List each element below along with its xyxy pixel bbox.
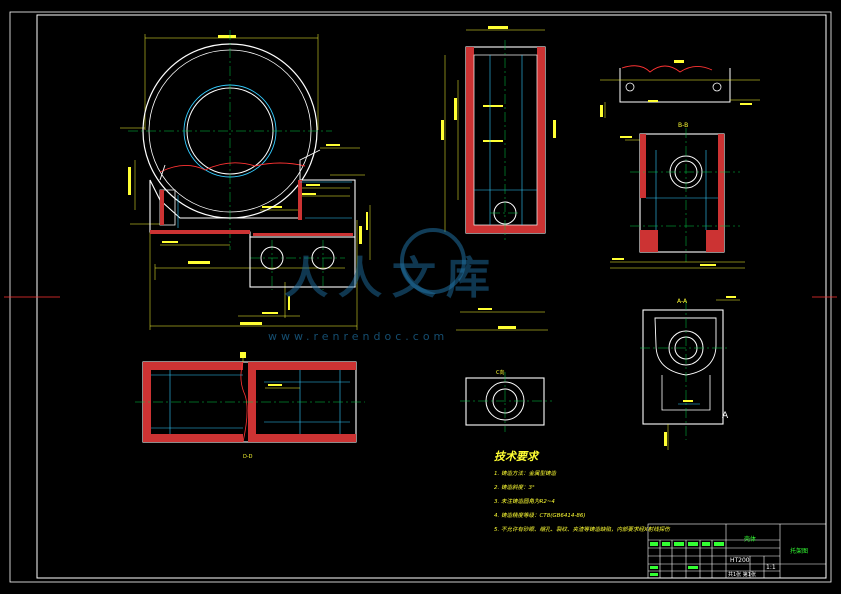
view-arrow-label: A (722, 411, 729, 421)
tech-requirement-item: 1. 铸造方法：金属型铸造 (494, 471, 556, 477)
rib-section: C向 (460, 369, 552, 432)
inner-border (36, 14, 827, 579)
boss-view: A-A A (640, 296, 740, 450)
tech-requirement-item: 2. 铸造斜度：3° (494, 485, 535, 491)
tech-requirements-title: 技术要求 (494, 450, 538, 463)
title-block-material: HT200 (730, 557, 750, 564)
title-block-part-name: 壳体 (744, 536, 757, 543)
watermark-logo-icon (400, 228, 466, 294)
section-label-detail: C向 (496, 369, 505, 376)
section-b-b: B-B (610, 122, 745, 269)
top-section-view: D-D (135, 352, 365, 460)
side-view (441, 26, 556, 331)
tech-requirements: 技术要求 1. 铸造方法：金属型铸造 2. 铸造斜度：3° 3. 未注铸造圆角为… (494, 448, 670, 537)
title-block-marks (650, 542, 724, 576)
section-label-bottom: D-D (243, 454, 253, 460)
tech-requirement-item: 4. 铸造精度等级：CT8(GB6414-86) (494, 513, 586, 519)
title-block-frame (647, 523, 827, 579)
main-view (120, 30, 371, 330)
watermark-brand: 人人文库 (284, 253, 500, 304)
title-block-drawing-no: 托架图 (790, 548, 809, 555)
section-label-b-b: B-B (678, 122, 688, 129)
watermark-url: www.renrendoc.com (268, 330, 449, 343)
tech-requirement-item: 3. 未注铸造圆角为R2~4 (494, 499, 555, 505)
tech-requirement-item: 5. 不允许有砂眼、缩孔、裂纹、夹渣等铸造缺陷，内部要求经X射线探伤 (494, 527, 670, 533)
watermark: 人人文库 www.renrendoc.com (262, 222, 562, 343)
partial-top-view (600, 60, 760, 118)
title-block-scale: 1:1 (766, 564, 776, 571)
section-label-a-a: A-A (677, 298, 688, 305)
title-block-sheet: 共1张 第1张 (728, 572, 756, 578)
